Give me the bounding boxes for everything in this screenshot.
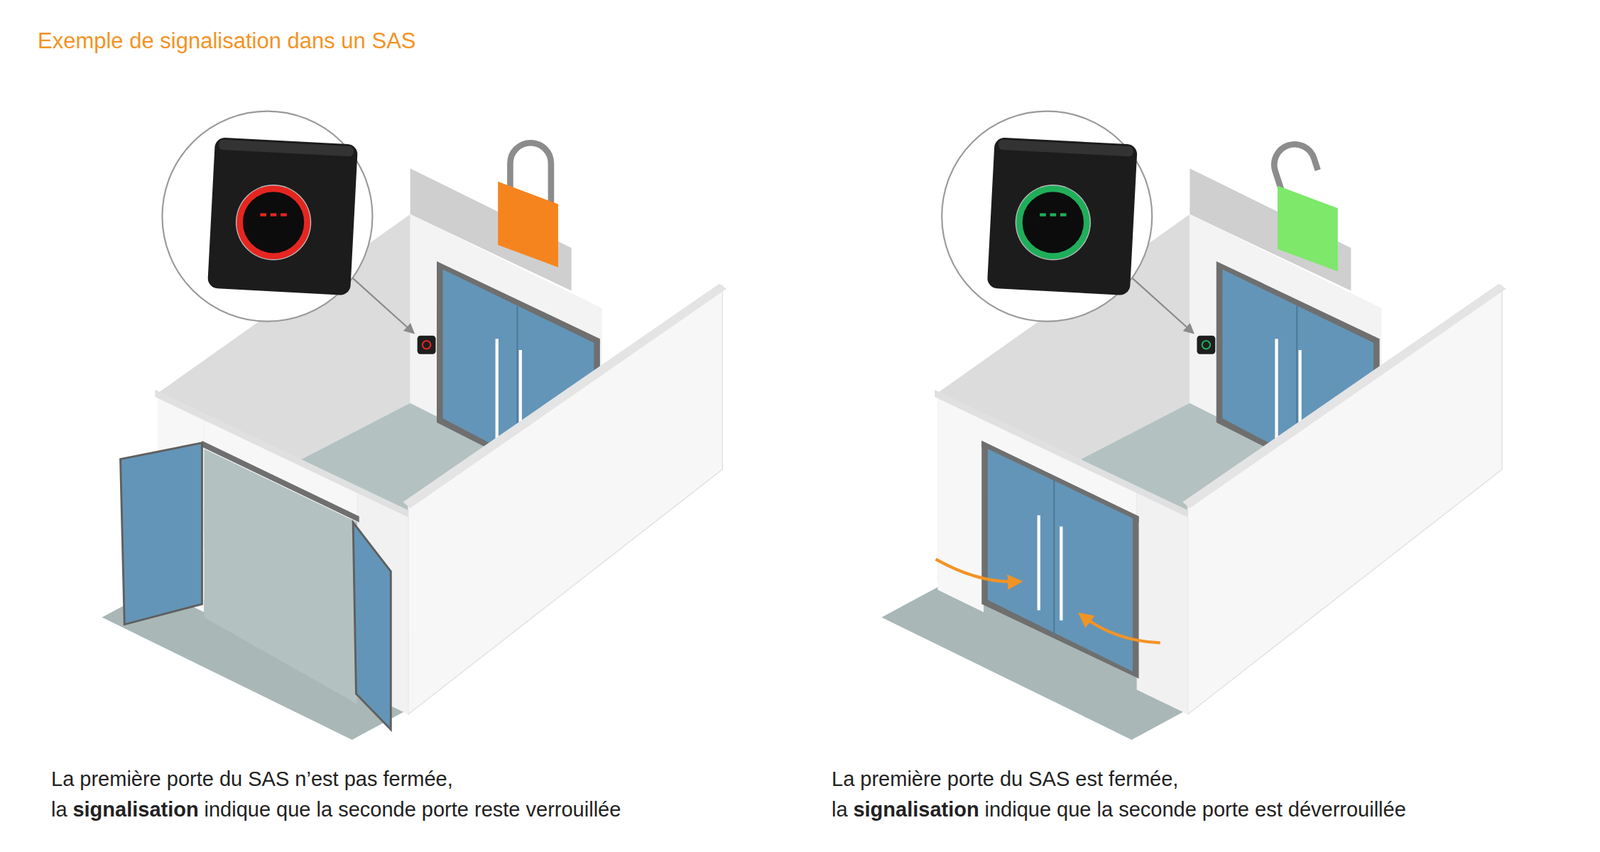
scene-closed-first-door (881, 111, 1506, 740)
caption-text: la (831, 798, 848, 821)
stroke-shape (935, 559, 1019, 583)
diagram-title: Exemple de signalisation dans un SAS (37, 26, 417, 56)
caption-text: indique que la seconde porte est déverro… (984, 798, 1407, 821)
scene-open-first-door (102, 111, 727, 740)
stroke-shape (1059, 526, 1063, 621)
caption-block: La première porte du SAS n’est pas fermé… (51, 764, 621, 826)
stroke-shape (1037, 515, 1041, 611)
illustration-shape (1050, 213, 1057, 216)
caption-text: la (51, 798, 68, 821)
caption-text: La première porte du SAS est fermée, (831, 764, 1407, 795)
illustration-shape (981, 441, 1139, 679)
illustration-shape (987, 448, 1133, 672)
caption-keyword: signalisation (72, 798, 199, 821)
illustration-shape (497, 181, 559, 268)
illustration-shape (352, 522, 391, 731)
caption-text: La première porte du SAS n’est pas fermé… (51, 764, 621, 795)
illustration-shape (203, 448, 358, 704)
illustration-shape (102, 111, 727, 740)
stroke-shape (1053, 479, 1055, 635)
illustration-shape (1277, 186, 1338, 272)
illustration-shape (259, 213, 267, 216)
illustration-shape (270, 213, 277, 216)
caption-block: La première porte du SAS est fermée, lasi… (831, 764, 1407, 826)
callout-circle (240, 188, 308, 257)
callout-circle (1019, 188, 1087, 257)
illustration-shape (120, 443, 203, 625)
callout-circle (422, 340, 431, 349)
illustration-shape (1060, 213, 1067, 216)
caption-text: indique que la seconde porte reste verro… (204, 798, 622, 821)
callout-circle (1202, 340, 1211, 349)
illustration-shape (280, 213, 287, 216)
stroke-shape (1081, 615, 1161, 644)
illustration-shape (881, 111, 1506, 740)
caption-keyword: signalisation (852, 798, 979, 821)
illustration-shape (1039, 213, 1047, 216)
